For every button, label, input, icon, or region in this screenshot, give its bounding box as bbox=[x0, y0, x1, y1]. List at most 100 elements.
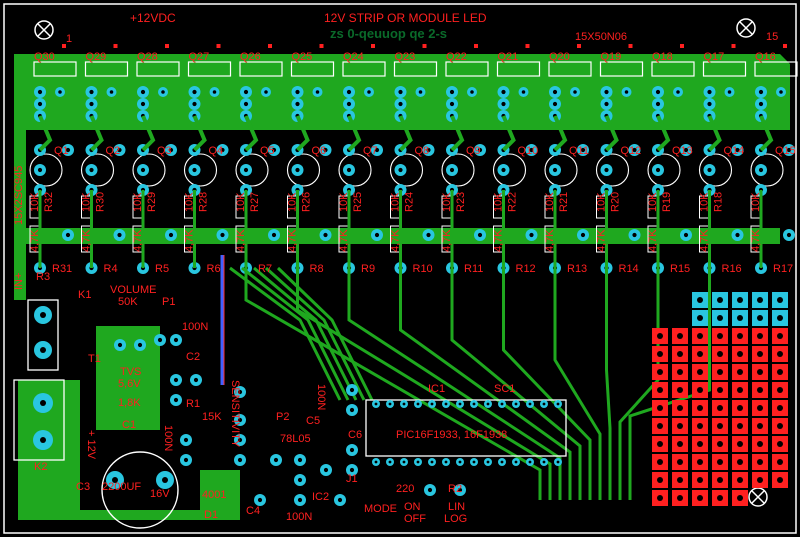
resistor-pad bbox=[165, 229, 177, 241]
resistor-10k-label: R22 bbox=[507, 192, 519, 212]
resistor-10k-value: 10K bbox=[287, 192, 299, 212]
resistor-10k-value: 10K bbox=[596, 192, 608, 212]
transistor-pad bbox=[291, 164, 304, 176]
mosfet-label: Q29 bbox=[86, 51, 107, 63]
resistor-10k-value: 10K bbox=[29, 192, 41, 212]
resistor-47k-value: 4,7K bbox=[544, 229, 556, 252]
mosfet-label: Q30 bbox=[34, 51, 55, 63]
transistor-outline bbox=[698, 153, 733, 187]
led-pad bbox=[106, 87, 117, 97]
led-pad bbox=[209, 87, 220, 97]
resistor-pad bbox=[165, 144, 177, 156]
transistor-outline bbox=[647, 153, 681, 187]
mosfet-outline bbox=[599, 61, 644, 77]
ground-bus bbox=[14, 228, 780, 244]
gate-trace bbox=[192, 115, 207, 152]
switch-off: OFF bbox=[404, 513, 426, 525]
mosfet-pad bbox=[394, 86, 407, 98]
ic1-pin bbox=[428, 400, 436, 408]
mosfet-pad bbox=[240, 98, 252, 110]
resistor-pad bbox=[371, 229, 383, 241]
transistor-outline bbox=[29, 153, 63, 187]
ic1-pin bbox=[484, 458, 492, 466]
resistor-47k-label: R10 bbox=[413, 263, 433, 275]
resistor-pad bbox=[422, 144, 435, 156]
bus-marker bbox=[577, 44, 581, 48]
mosfet-outline bbox=[33, 61, 77, 77]
bus-marker bbox=[371, 44, 375, 48]
ic1-pin bbox=[540, 458, 548, 466]
resistor-pad bbox=[577, 144, 589, 156]
ic1-pin bbox=[526, 400, 534, 408]
mosfet-pad bbox=[549, 86, 561, 98]
resistor-10k-label: R18 bbox=[713, 192, 725, 212]
ic1-pin bbox=[526, 458, 534, 466]
transistor-outline bbox=[595, 153, 630, 187]
component-pad bbox=[270, 454, 282, 466]
sensitivity-label: SENSITIVITY bbox=[229, 380, 241, 448]
mosfet-outline bbox=[239, 61, 283, 77]
resistor-pad bbox=[577, 229, 589, 241]
mosfet-outline bbox=[651, 61, 695, 77]
mosfet-pad bbox=[549, 98, 561, 110]
gate-trace bbox=[707, 115, 722, 152]
mosfet-last-index: 15 bbox=[766, 31, 778, 43]
resistor-pad bbox=[62, 144, 74, 156]
component-pad bbox=[454, 484, 466, 496]
bus-marker bbox=[628, 44, 633, 48]
mosfet-layer bbox=[33, 44, 798, 122]
ic1-pin bbox=[498, 458, 506, 466]
ic1-pin bbox=[554, 400, 562, 408]
mosfet-pad bbox=[755, 98, 767, 110]
resistor-pad bbox=[474, 229, 486, 241]
led-pad bbox=[158, 87, 168, 97]
resistor-pad bbox=[268, 229, 280, 241]
transistor-label: Q12 bbox=[621, 145, 642, 157]
mosfet-pad bbox=[188, 98, 201, 110]
gate-trace bbox=[501, 115, 516, 152]
switch-on: ON bbox=[404, 501, 421, 513]
mosfet-pad bbox=[343, 98, 355, 110]
resistor-47k-label: R8 bbox=[310, 263, 324, 275]
component-pad bbox=[190, 374, 202, 386]
led-pad bbox=[518, 87, 529, 97]
transistor-label: Q9 bbox=[466, 145, 481, 157]
resistor-47k-value: 4,7K bbox=[132, 229, 144, 252]
transistor-outline bbox=[235, 153, 269, 187]
ic1-pin bbox=[456, 400, 464, 408]
resistor-10k-value: 10K bbox=[81, 192, 93, 212]
ic2-label: IC2 bbox=[312, 491, 329, 503]
signal-trace bbox=[605, 268, 612, 500]
mosfet-outline bbox=[290, 61, 335, 77]
transistor-pad bbox=[446, 164, 458, 176]
ic2-value: 78L05 bbox=[280, 433, 311, 445]
resistor-10k-value: 10K bbox=[235, 192, 247, 212]
k2-label: K2 bbox=[34, 461, 47, 473]
resistor-47k-value: 4,7K bbox=[647, 229, 659, 252]
resistor-47k-label: R12 bbox=[516, 263, 536, 275]
gate-trace bbox=[398, 115, 413, 152]
led-pad bbox=[467, 87, 477, 97]
mosfet-pad bbox=[291, 98, 304, 110]
switch-lin: LIN bbox=[448, 501, 465, 513]
trace-layer bbox=[38, 115, 774, 500]
resistor-10k-label: R30 bbox=[95, 192, 107, 212]
ic1-pin bbox=[456, 458, 464, 466]
c5-label: C5 bbox=[306, 415, 320, 427]
r3-label: R3 bbox=[36, 271, 50, 283]
resistor-pad bbox=[525, 144, 538, 156]
volume-value: 50K bbox=[118, 296, 138, 308]
resistor-47k-label: R31 bbox=[52, 263, 72, 275]
resistor-47k-label: R6 bbox=[207, 263, 221, 275]
resistor-10k-value: 10K bbox=[441, 192, 453, 212]
transistor-pad bbox=[703, 164, 716, 176]
component-pad bbox=[134, 339, 146, 351]
led-pad bbox=[415, 87, 426, 97]
signal-trace bbox=[553, 268, 602, 500]
mosfet-label: Q26 bbox=[240, 51, 261, 63]
resistor-47k-label: R13 bbox=[567, 263, 587, 275]
mosfet-outline bbox=[548, 61, 592, 77]
led-pad bbox=[364, 87, 374, 97]
resistor-10k-value: 10K bbox=[390, 192, 402, 212]
